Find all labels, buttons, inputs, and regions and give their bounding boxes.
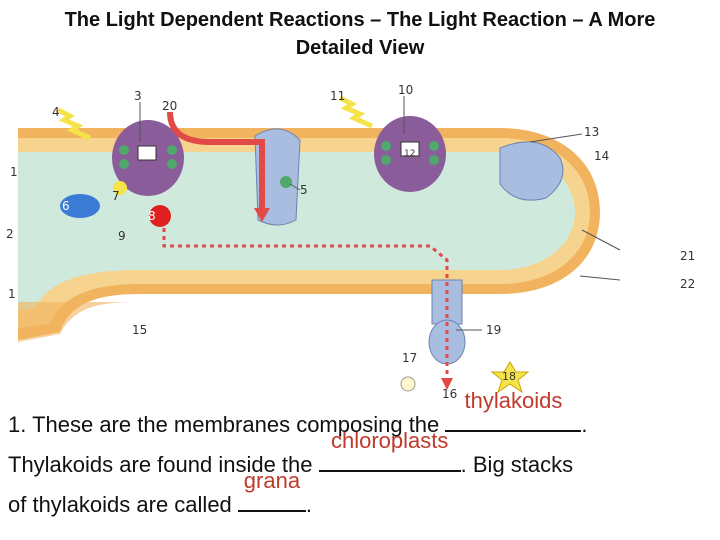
- label-15: 15: [132, 323, 147, 337]
- membrane-lower: [18, 302, 140, 342]
- label-2: 2: [6, 227, 14, 241]
- question-line-1-suffix: .: [581, 412, 588, 437]
- question-line-1-prefix: 1. These are the membranes composing the: [8, 412, 440, 437]
- label-16: 16: [442, 387, 457, 400]
- light-bolt-2: [338, 95, 374, 129]
- thylakoid-membrane-diagram: 1 2 1 3 4 20 5 6 7 8 9 10 11 12 13 14 15…: [6, 83, 695, 400]
- label-4: 4: [52, 105, 60, 119]
- title-line-1: The Light Dependent Reactions – The Ligh…: [64, 9, 656, 31]
- question-line-3-suffix: .: [305, 492, 313, 517]
- photosystem-i: [374, 116, 446, 192]
- label-18: 18: [502, 370, 516, 383]
- question-line-2-suffix: . Big stacks: [460, 452, 574, 477]
- carrier-7: [113, 181, 127, 195]
- title-line-2: Detailed View: [295, 37, 425, 59]
- carrier-5: [280, 176, 292, 188]
- molecule-8: [149, 205, 171, 227]
- proton-arrowhead: [441, 378, 453, 390]
- cytochrome-complex: [254, 128, 301, 226]
- label-11: 11: [330, 89, 345, 103]
- electron-arrowhead: [254, 208, 270, 222]
- nadp-reductase: [499, 141, 564, 201]
- question-line-2-prefix: Thylakoids are found inside the: [8, 452, 313, 477]
- label-9: 9: [118, 229, 126, 243]
- label-3: 3: [134, 89, 142, 103]
- blank-3: grana: [237, 468, 306, 512]
- label-1b: 1: [8, 287, 16, 301]
- label-7: 7: [112, 189, 120, 203]
- electron-arrow: [167, 111, 265, 210]
- blank-2: chloroplasts: [318, 428, 461, 472]
- label-12: 12: [404, 149, 415, 159]
- answer-chloroplasts: chloroplasts: [330, 428, 449, 453]
- question-line-3-prefix: of thylakoids are called: [8, 492, 232, 517]
- photosystem-ii: [112, 120, 184, 196]
- label-10: 10: [398, 83, 413, 97]
- label-14: 14: [594, 149, 609, 163]
- atp-star: [490, 361, 530, 394]
- answer-thylakoids: thylakoids: [464, 388, 563, 413]
- label-13: 13: [584, 125, 599, 139]
- label-8: 8: [148, 209, 156, 223]
- label-5: 5: [300, 183, 308, 197]
- label-1a: 1: [10, 165, 18, 179]
- pointer-lines: [139, 96, 621, 331]
- molecule-6: [60, 194, 100, 218]
- label-20: 20: [162, 99, 177, 113]
- label-21: 21: [680, 249, 695, 263]
- question-line-2: Thylakoids are found inside the chloropl…: [8, 428, 574, 478]
- light-bolt-1: [56, 107, 92, 141]
- label-6: 6: [62, 199, 70, 213]
- label-19: 19: [486, 323, 501, 337]
- label-17: 17: [402, 351, 417, 365]
- question-line-1: 1. These are the membranes composing the…: [8, 388, 588, 438]
- proton-flow-arrow: [162, 228, 449, 380]
- slide-title: The Light Dependent Reactions – The Ligh…: [0, 6, 720, 62]
- blank-1: thylakoids: [445, 388, 582, 432]
- adp-circle: [400, 376, 416, 392]
- question-line-3: of thylakoids are called grana .: [8, 468, 313, 518]
- label-22: 22: [680, 277, 695, 291]
- answer-grana: grana: [243, 468, 301, 493]
